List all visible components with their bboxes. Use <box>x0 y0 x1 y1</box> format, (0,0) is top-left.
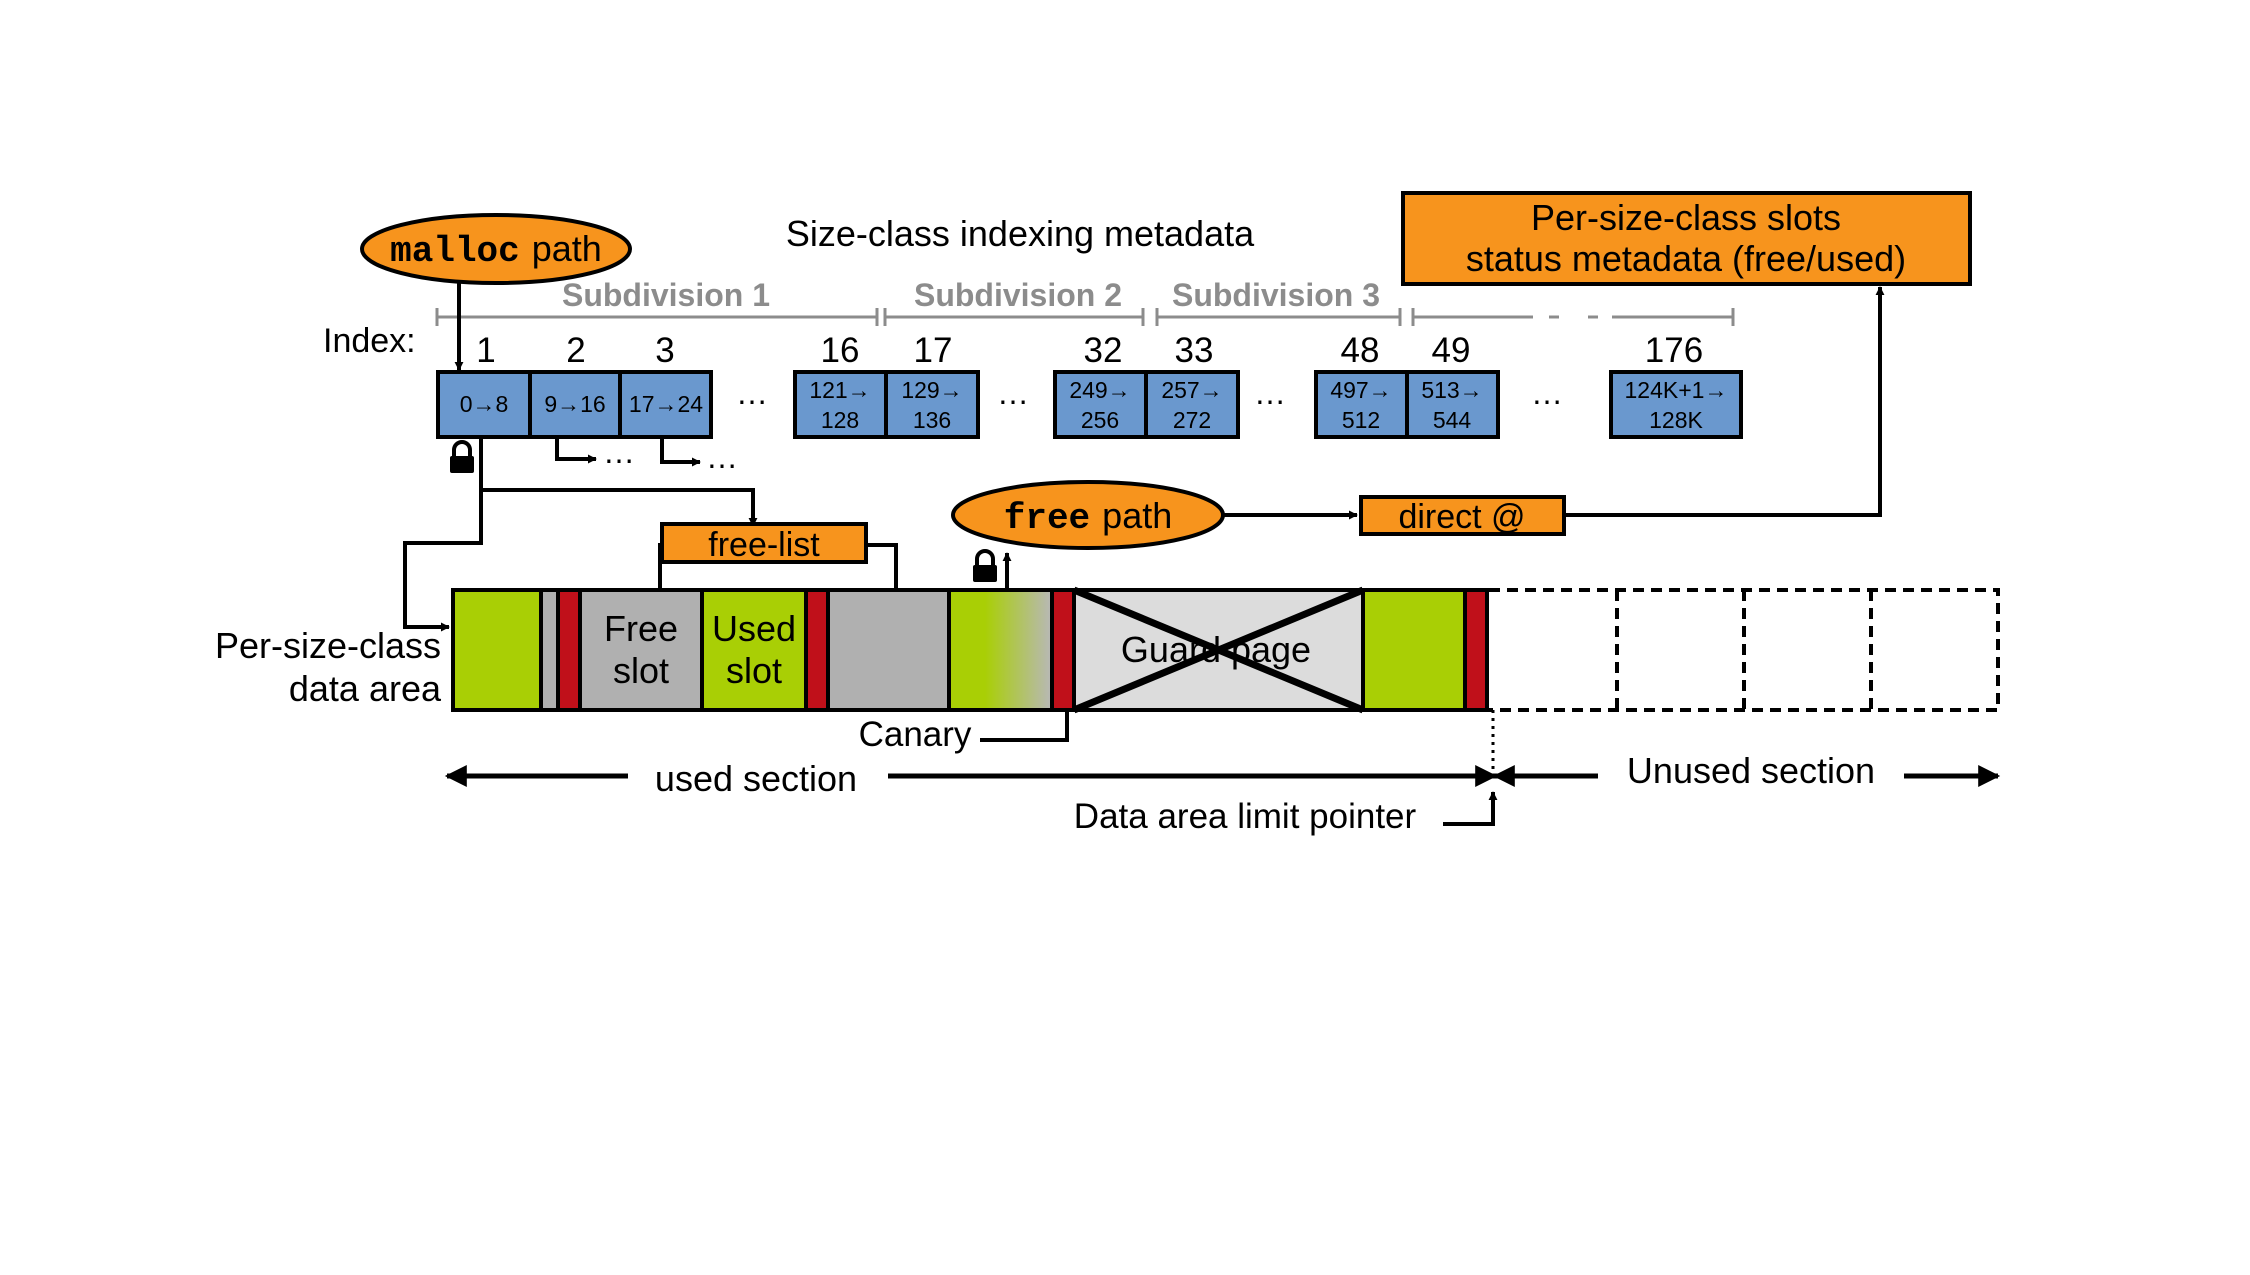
status-line-2: status metadata (free/used) <box>1466 238 1906 279</box>
size-class-range: 129→ <box>901 377 962 403</box>
index-number: 32 <box>1084 331 1123 370</box>
direct-address-label: direct @ <box>1398 498 1525 536</box>
free-slot-label: Free <box>604 608 678 649</box>
unused-section-label: Unused section <box>1627 750 1875 791</box>
index-number: 49 <box>1432 331 1471 370</box>
unused-section-blocks <box>1489 588 2000 712</box>
connector-lines <box>403 283 1885 826</box>
size-class-range: 272 <box>1173 407 1211 433</box>
status-metadata-box: Per-size-class slots status metadata (fr… <box>1401 191 1972 286</box>
canary-block <box>558 590 580 710</box>
free-list-arrow <box>481 488 758 527</box>
free-list-label: free-list <box>708 526 820 564</box>
free-path-word: path <box>1102 495 1172 536</box>
used-slot-label: slot <box>726 650 782 691</box>
free-slot-block <box>580 590 702 710</box>
size-class-range: 128 <box>821 407 859 433</box>
index-to-data-area-arrow <box>403 437 483 632</box>
used-slot-label: Used <box>712 608 796 649</box>
subdivision-3-label: Subdivision 3 <box>1172 277 1380 313</box>
canary-block <box>1052 590 1074 710</box>
data-block <box>453 590 541 710</box>
index-number: 1 <box>476 331 495 370</box>
size-class-range: 124K+1→ <box>1625 377 1728 403</box>
size-class-range: 256 <box>1081 407 1119 433</box>
index-3-arrow <box>660 437 701 467</box>
size-class-range: 512 <box>1342 407 1380 433</box>
index-number: 48 <box>1341 331 1380 370</box>
index-number: 16 <box>821 331 860 370</box>
size-class-range: 544 <box>1433 407 1472 433</box>
index-number: 176 <box>1645 331 1703 370</box>
direct-address-box: direct @ <box>1359 495 1566 536</box>
free-slot-label: slot <box>613 650 669 691</box>
canary-label: Canary <box>859 715 972 754</box>
limit-pointer-leader <box>1443 791 1498 826</box>
size-class-boxes <box>436 370 1743 439</box>
subdivision-2-label: Subdivision 2 <box>914 277 1122 313</box>
index-numbers: 1 2 3 16 17 32 33 48 49 176 <box>476 331 1703 370</box>
index-2-arrow <box>555 437 597 464</box>
guard-page-label: Guard page <box>1121 629 1311 670</box>
index-number: 3 <box>655 331 674 370</box>
size-class-range: 128K <box>1649 407 1703 433</box>
direct-to-status-arrow <box>1563 286 1885 517</box>
index-number: 17 <box>914 331 953 370</box>
malloc-path-word: path <box>532 228 602 269</box>
size-class-range: 513→ <box>1421 377 1482 403</box>
ellipsis-markers: … … … … … … <box>603 375 1563 475</box>
ellipsis: … <box>1531 375 1563 411</box>
data-block <box>828 590 949 710</box>
free-list-box: free-list <box>660 522 868 564</box>
lock-icon <box>973 549 997 582</box>
size-class-range: 9→16 <box>544 391 605 417</box>
ellipsis: … <box>603 434 635 470</box>
ellipsis: … <box>706 439 738 475</box>
limit-pointer-label: Data area limit pointer <box>1074 797 1417 836</box>
malloc-code: malloc <box>390 231 520 272</box>
subdivision-brackets <box>435 308 1735 326</box>
malloc-path: malloc path <box>360 213 632 285</box>
size-class-range: 17→24 <box>629 391 703 417</box>
data-area <box>451 586 2000 714</box>
used-slot-block <box>702 590 806 710</box>
canary-leader <box>980 710 1069 742</box>
size-class-range: 249→ <box>1069 377 1130 403</box>
canary-block <box>806 590 828 710</box>
data-area-label: data area <box>289 668 442 709</box>
lock-icon <box>450 440 474 473</box>
metadata-title: Size-class indexing metadata <box>786 213 1255 254</box>
index-number: 2 <box>566 331 585 370</box>
used-section-label: used section <box>655 758 857 799</box>
index-number: 33 <box>1175 331 1214 370</box>
size-class-range: 257→ <box>1161 377 1222 403</box>
subdivision-1-label: Subdivision 1 <box>562 277 770 313</box>
size-class-range: 497→ <box>1330 377 1391 403</box>
fading-slot-block <box>949 590 1052 710</box>
size-class-range: 136 <box>913 407 951 433</box>
free-code: free <box>1004 498 1090 539</box>
status-line-1: Per-size-class slots <box>1531 197 1841 238</box>
ellipsis: … <box>1254 375 1286 411</box>
data-block <box>1363 590 1465 710</box>
data-area-label: Per-size-class <box>215 625 441 666</box>
index-label: Index: <box>323 322 416 360</box>
ellipsis: … <box>997 375 1029 411</box>
size-class-range: 121→ <box>809 377 870 403</box>
data-block <box>541 590 558 710</box>
size-class-range: 0→8 <box>460 391 509 417</box>
ellipsis: … <box>736 375 768 411</box>
free-path: free path <box>951 480 1225 550</box>
canary-block <box>1465 590 1487 710</box>
size-class-labels: 0→8 9→16 17→24 121→ 128 129→ 136 249→ 25… <box>460 377 1728 433</box>
